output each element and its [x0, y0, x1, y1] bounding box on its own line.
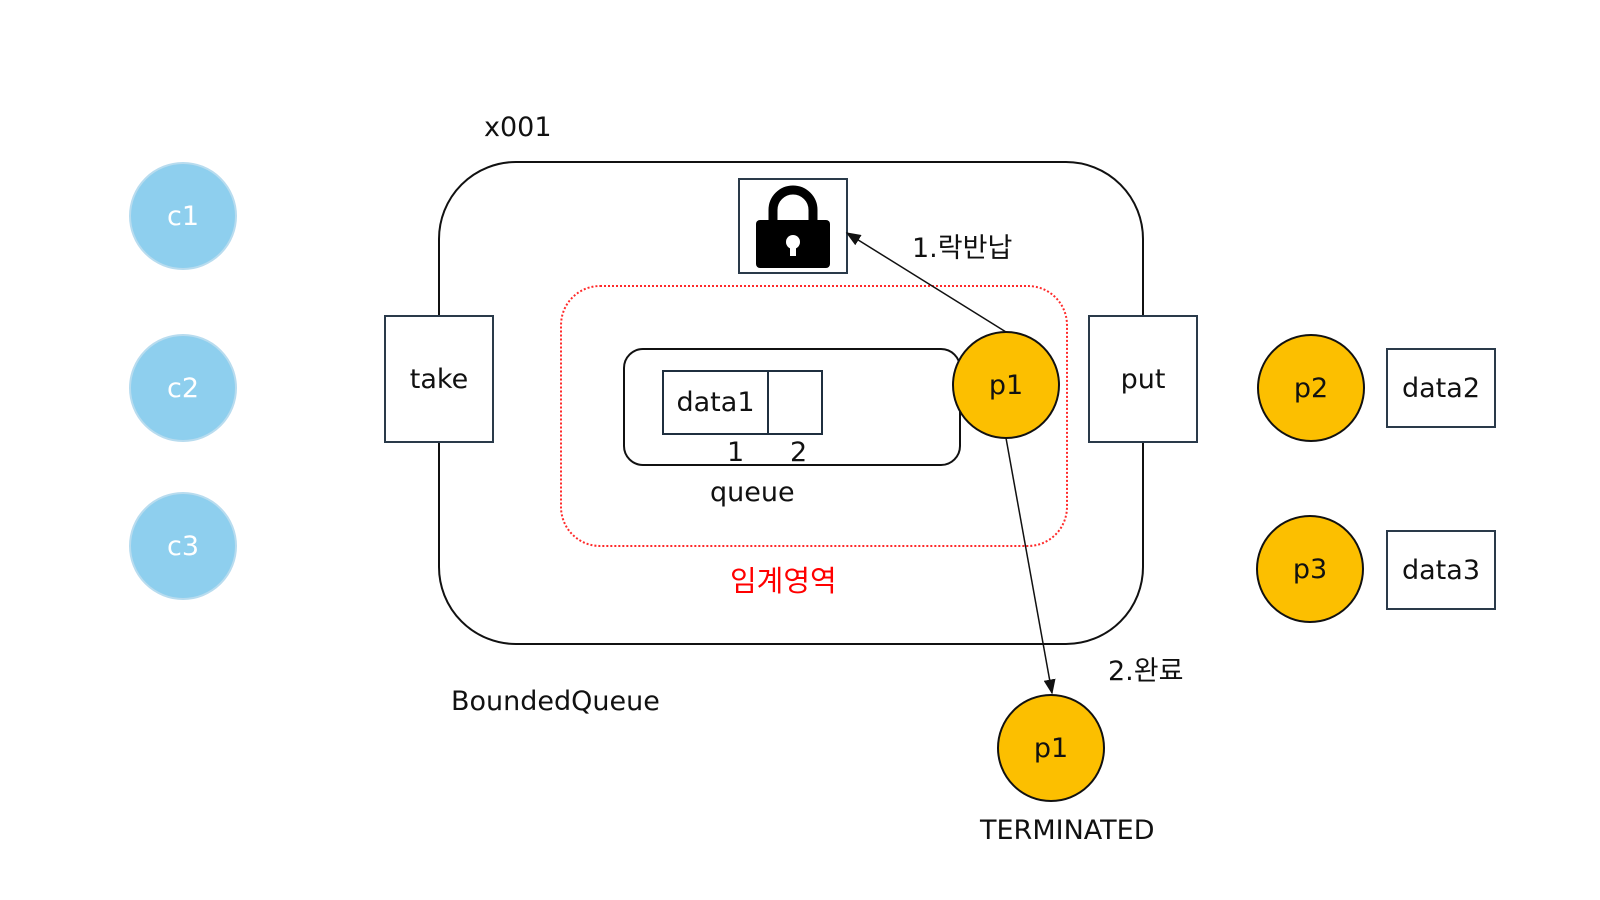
critical-section-boundary: [560, 285, 1068, 547]
queue-cell-1: data1: [662, 370, 769, 435]
class-label: BoundedQueue: [451, 686, 660, 717]
object-label: x001: [484, 112, 552, 143]
producer-p2-data: data2: [1386, 348, 1496, 428]
queue-index-2: 2: [790, 437, 808, 468]
consumer-c3: c3: [129, 492, 237, 600]
consumer-c1: c1: [129, 162, 237, 270]
producer-p3-data: data3: [1386, 530, 1496, 610]
queue-cell-2: [767, 370, 823, 435]
take-method-box: take: [384, 315, 494, 443]
critical-section-label: 임계영역: [730, 564, 837, 598]
step-done-label: 2.완료: [1108, 656, 1184, 687]
queue-index-1: 1: [727, 437, 745, 468]
lock-box: [738, 178, 848, 274]
producer-p1-terminated: p1: [997, 694, 1105, 802]
put-method-box: put: [1088, 315, 1198, 443]
producer-p1-active: p1: [952, 331, 1060, 439]
producer-p2: p2: [1257, 334, 1365, 442]
lock-icon: [756, 185, 830, 268]
step-return-lock-label: 1.락반납: [912, 233, 1013, 264]
consumer-c2: c2: [129, 334, 237, 442]
queue-label: queue: [710, 477, 795, 508]
terminated-label: TERMINATED: [980, 815, 1155, 846]
producer-p3: p3: [1256, 515, 1364, 623]
